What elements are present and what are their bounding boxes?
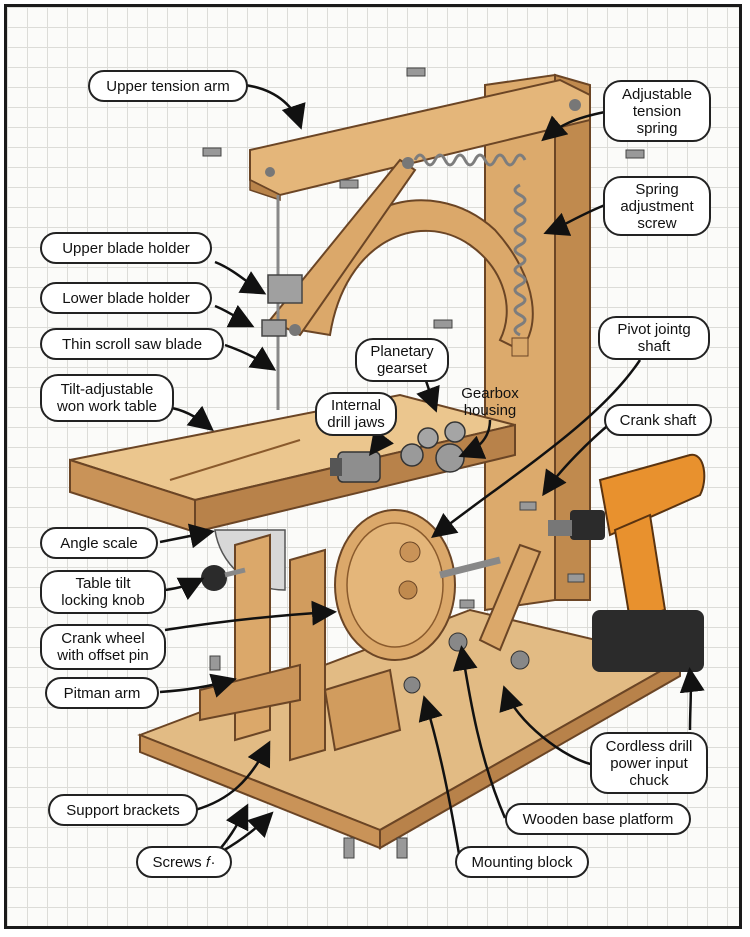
mounting-block [323,668,421,752]
label-adjustable-tension-spring: Adjustable tension spring [603,80,711,142]
label-support-brackets: Support brackets [48,794,198,826]
crank-wheel [334,509,456,661]
label-gearbox-housing: Gearbox housing [461,385,519,419]
label-internal-drill-jaws: Internal drill jaws [315,392,397,436]
pitman-arm [439,543,542,670]
label-tilt-adjustable-work-table: Tilt-adjustable won work table [40,374,174,422]
label-wooden-base-platform: Wooden base platform [505,803,691,835]
label-pivot-joint-shaft: Pivot jointg shaft [598,316,710,360]
saw-blade [261,195,303,410]
upper-tension-arm [249,78,591,202]
label-lower-blade-holder: Lower blade holder [40,282,212,314]
label-crank-wheel-with-offset-pin: Crank wheel with offset pin [40,624,166,670]
label-angle-scale: Angle scale [40,527,158,559]
label-screws: Screws 𝑓· [136,846,232,878]
adjustment-spring [511,183,529,357]
base-platform [137,608,683,850]
label-table-tilt-locking-knob: Table tilt locking knob [40,570,166,614]
internal-drill-jaws [330,451,381,483]
label-planetary-gearset: Planetary gearset [355,338,449,382]
label-upper-blade-holder: Upper blade holder [40,232,212,264]
label-mounting-block: Mounting block [455,846,589,878]
label-cordless-drill-power-input-chuck: Cordless drill power input chuck [590,732,708,794]
planetary-gears [400,421,466,473]
label-crank-shaft: Crank shaft [604,404,712,436]
label-spring-adjustment-screw: Spring adjustment screw [603,176,711,236]
label-pitman-arm: Pitman arm [45,677,159,709]
label-thin-scroll-saw-blade: Thin scroll saw blade [40,328,224,360]
screws [202,67,645,859]
cordless-drill [548,453,706,672]
label-upper-tension-arm: Upper tension arm [88,70,248,102]
locking-knob [201,565,246,591]
tension-spring [413,153,527,167]
lower-arm [268,157,417,337]
